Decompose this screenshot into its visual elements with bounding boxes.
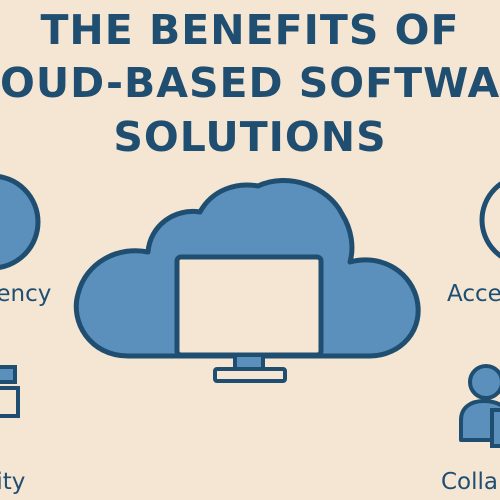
cloud-monitor-icon [73, 178, 421, 383]
benefit-label-left-top: iency [0, 281, 52, 307]
scalability-icon [0, 365, 20, 418]
benefit-label-left-bottom: lity [0, 469, 26, 495]
collaboration-icon [459, 364, 500, 448]
title-line-1: THE BENEFITS OF [40, 6, 460, 54]
title-line-3: SOLUTIONS [113, 113, 387, 161]
title-line-2: OUD-BASED SOFTWA [0, 59, 500, 107]
efficiency-icon [0, 174, 41, 270]
benefit-label-right-top: Acce [447, 281, 500, 307]
monitor-base [213, 367, 287, 383]
accessibility-icon [479, 181, 500, 259]
benefit-label-right-bottom: Colla [441, 469, 499, 495]
monitor-neck [233, 353, 265, 371]
monitor-screen [174, 254, 324, 358]
